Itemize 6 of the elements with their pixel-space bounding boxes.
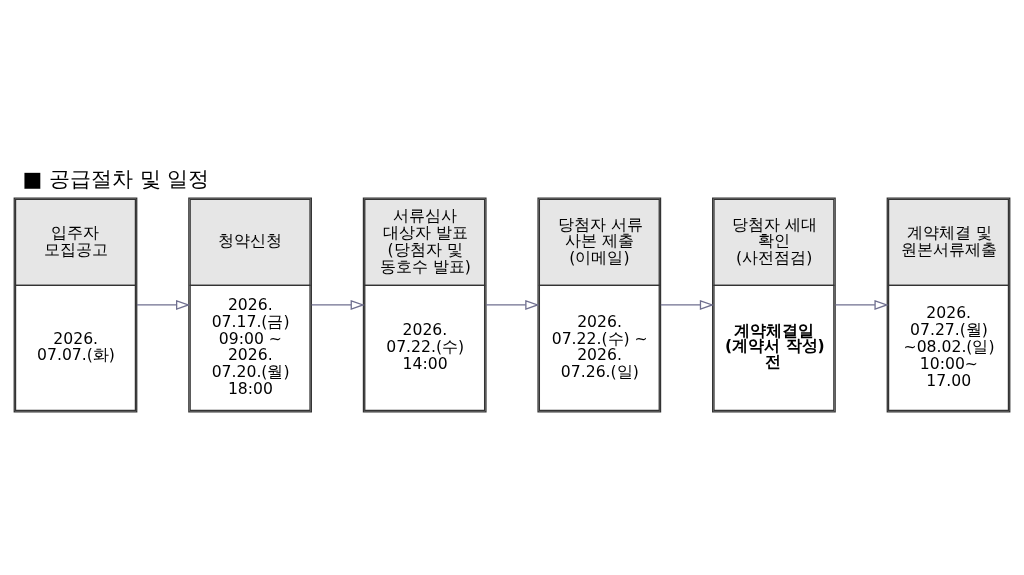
arrow [310, 299, 365, 310]
diagram-title: ■ 공급절차 및 일정 [22, 166, 210, 191]
arrow [136, 299, 191, 310]
arrow [660, 299, 715, 310]
arrow [485, 299, 540, 310]
arrow [834, 299, 889, 310]
